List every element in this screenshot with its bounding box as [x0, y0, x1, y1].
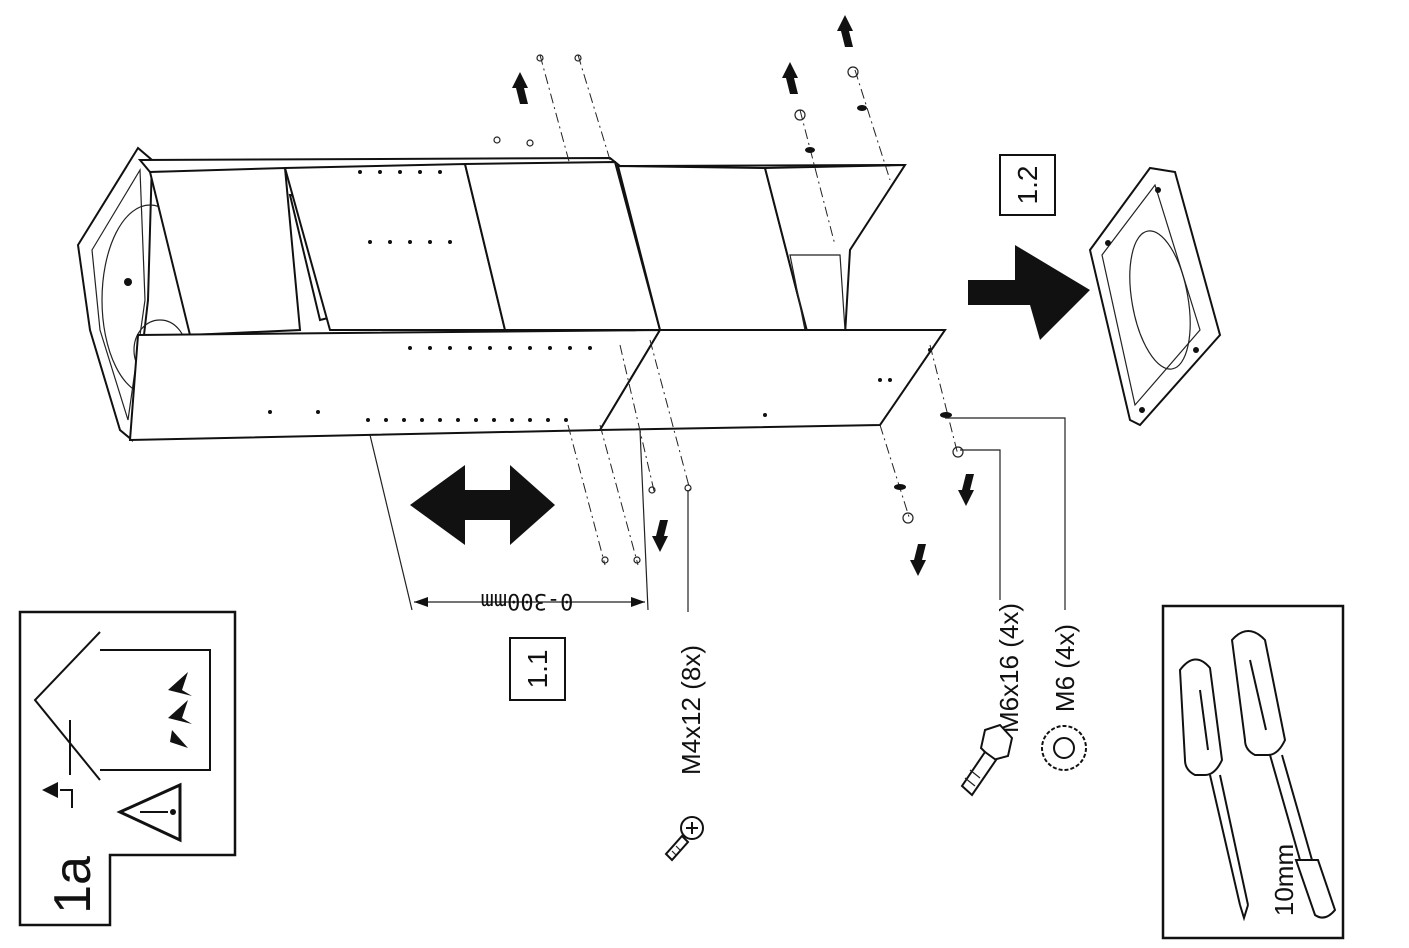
insert-arrow-icon — [968, 245, 1090, 340]
step-box: 1a — [18, 610, 237, 927]
pan-head-screw-icon — [664, 816, 704, 862]
washer-m6-label: M6 (4x) — [1050, 624, 1080, 712]
nut-driver-icon — [1230, 630, 1337, 919]
exploded-screw-lines — [493, 15, 974, 576]
front-side-panel — [128, 328, 662, 442]
duct-assembly — [76, 146, 947, 442]
callout-1-2: 1.2 — [999, 154, 1056, 216]
hex-bolt-icon — [960, 723, 1014, 797]
slide-double-arrow-icon — [410, 465, 555, 545]
callout-1-2-label: 1.2 — [1012, 166, 1043, 205]
tools-box: 10mm — [1161, 604, 1345, 940]
bolt-m6-label: M6x16 (4x) — [994, 603, 1024, 733]
end-cap-plate — [1088, 166, 1222, 427]
airflow-arrows-icon — [168, 672, 192, 748]
bolt-leader — [960, 449, 1001, 600]
duct-hood-icon — [33, 631, 211, 781]
callout-1-1: 1.1 — [509, 637, 566, 701]
screwdriver-icon — [1178, 658, 1249, 922]
remove-direction-arrows — [512, 15, 974, 576]
screw-m4-label: M4x12 (8x) — [676, 645, 706, 775]
turn-arrow-icon — [42, 782, 73, 808]
lock-washer-icon — [1041, 725, 1087, 771]
loose-screws — [493, 54, 964, 564]
hole-row — [268, 170, 932, 422]
dimension-line: 0-300mm — [369, 429, 649, 613]
washer-leader — [945, 417, 1066, 610]
step-id: 1a — [44, 856, 102, 914]
warning-triangle-icon — [116, 782, 182, 843]
socket-size-label: 10mm — [1269, 844, 1299, 916]
callout-1-1-label: 1.1 — [522, 650, 553, 689]
top-panel-fixed — [148, 166, 302, 337]
dimension-label: 0-300mm — [481, 588, 574, 613]
